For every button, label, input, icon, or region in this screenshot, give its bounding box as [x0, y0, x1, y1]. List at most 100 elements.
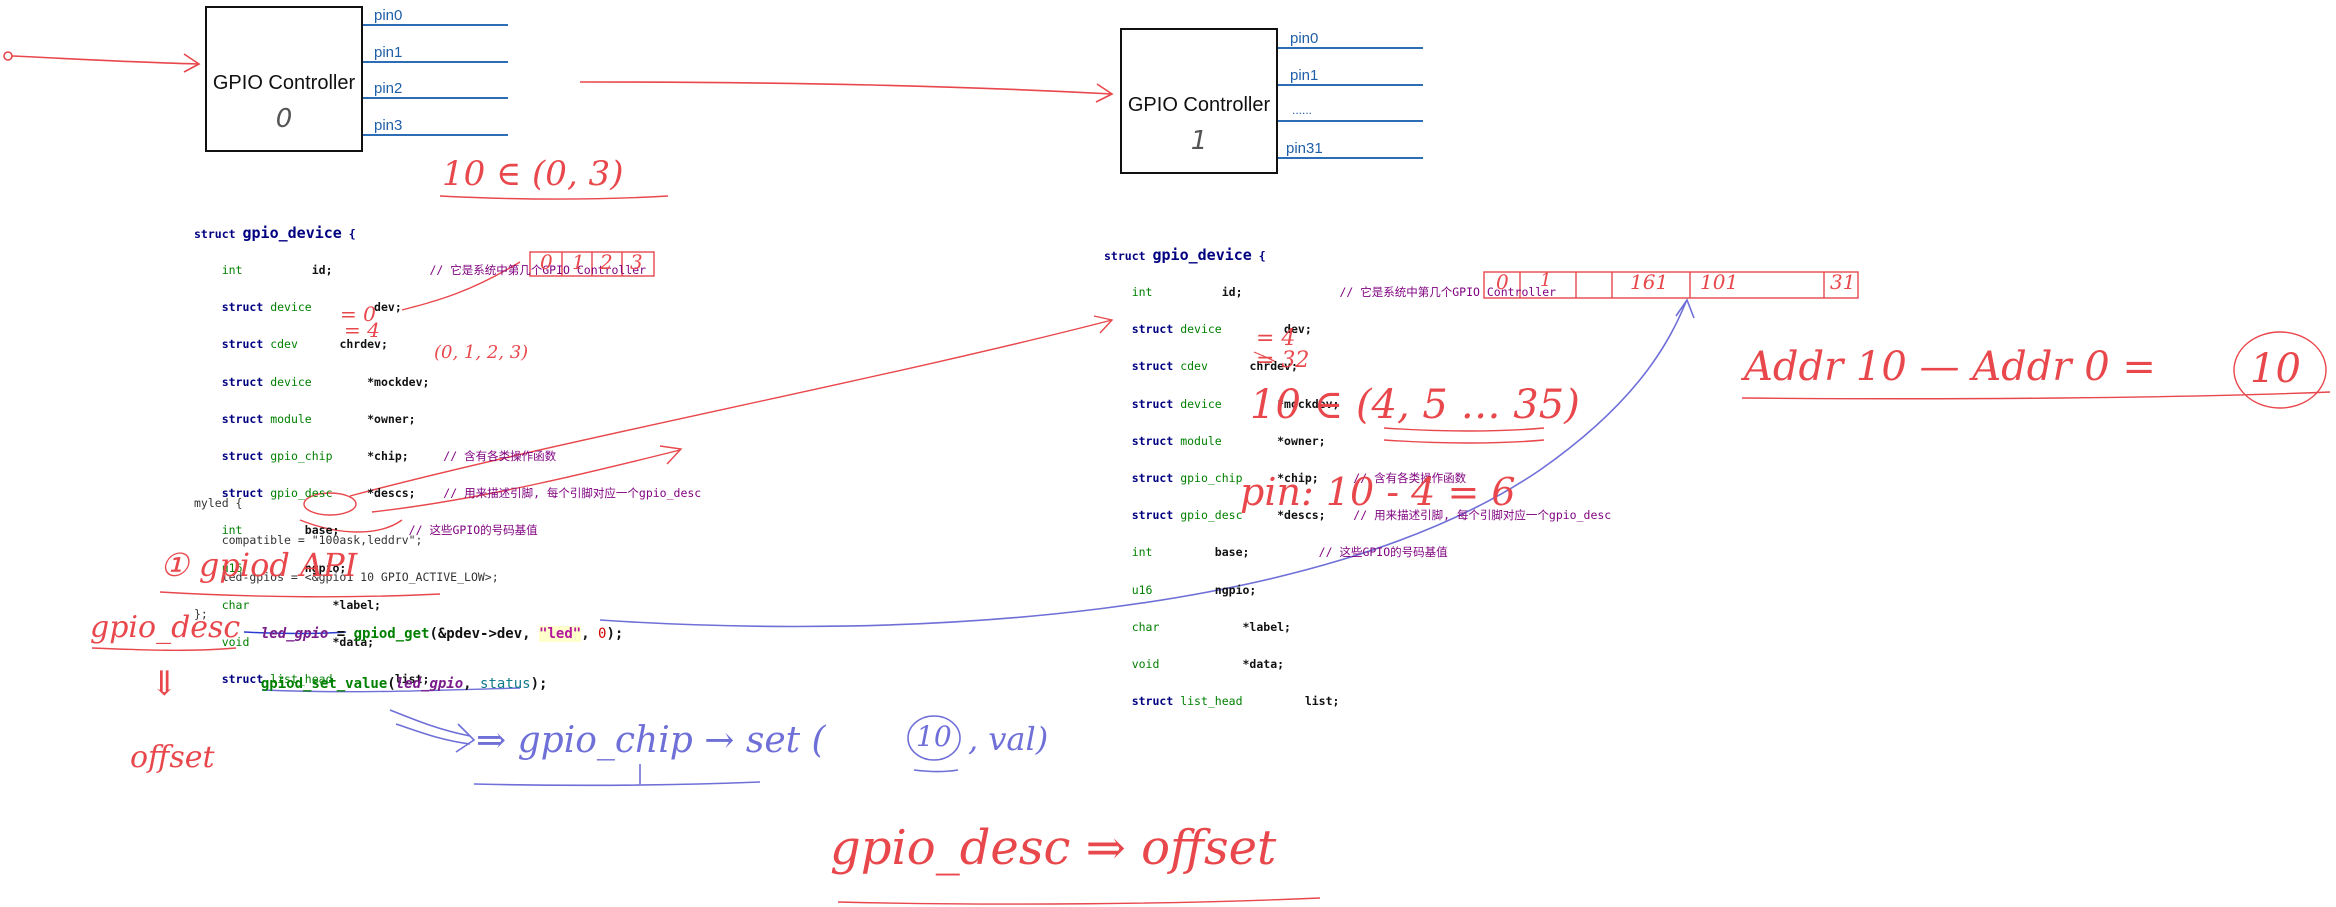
- dt-line: myled {: [194, 495, 243, 510]
- hw-chip-set: ⇒ gpio_chip → set (: [476, 720, 826, 761]
- controller-number: 1: [1190, 126, 1208, 156]
- gpiod-get-fn: gpiod_get: [353, 626, 430, 642]
- hw-id-range: 10 ∈ (0, 3): [442, 154, 624, 194]
- struct-header: struct gpio_device {: [1104, 245, 1266, 264]
- struct-field: int base; // 这些GPIO的号码基值: [221, 523, 538, 538]
- dt-line: led-gpios = <&gpio1 10 GPIO_ACTIVE_LOW>;: [194, 570, 499, 585]
- hw-cell: 31: [1830, 270, 1856, 294]
- input-arrow: [3, 51, 201, 73]
- struct-field: void *data;: [1131, 657, 1285, 672]
- hw-addr-result: 10: [2250, 346, 2301, 392]
- hw-cell: 2: [600, 250, 613, 274]
- hw-chip-set-num: 10: [916, 720, 952, 753]
- struct-field: char *label;: [221, 597, 381, 612]
- pin-line: [1278, 157, 1423, 159]
- pin-label: pin1: [374, 44, 403, 61]
- struct-field: struct gpio_desc *descs; // 用来描述引脚, 每个引脚…: [221, 486, 702, 501]
- chip-set-10-circle: [907, 715, 961, 773]
- pin-label: pin31: [1286, 140, 1323, 157]
- struct-field: struct list_head list;: [221, 672, 430, 687]
- hw-chip-set-end: , val): [968, 720, 1049, 758]
- struct-field: u16 ngpio;: [221, 560, 347, 575]
- controller-title: GPIO Controller: [212, 72, 356, 94]
- set-value-underline: [261, 687, 521, 693]
- hw-offset: offset: [130, 740, 215, 775]
- hw-down-arrow: ⇓: [150, 664, 179, 704]
- hw-list-a: (0, 1, 2, 3): [434, 342, 529, 363]
- struct-gpio-device-b: struct gpio_device { int id; // 它是系统中第几个…: [1104, 224, 1611, 720]
- hw-desc-to-offset: gpio_desc ⇒ offset: [830, 820, 1277, 876]
- struct-field: struct device *mockdev;: [1131, 396, 1340, 411]
- hw-cell: 1: [1540, 270, 1552, 291]
- pin-line: [363, 24, 508, 26]
- hw-gpio-desc: gpio_desc: [90, 610, 241, 645]
- addr-annotation: [1741, 331, 2331, 409]
- struct-field: struct list_head list;: [1131, 694, 1340, 709]
- gpiod-set-value-fn: gpiod_set_value: [260, 676, 388, 692]
- struct-field: struct device dev;: [1131, 322, 1312, 337]
- struct-field: struct gpio_desc *descs; // 用来描述引脚, 每个引脚…: [1131, 508, 1612, 523]
- hw-cell: 1: [572, 250, 585, 274]
- led-gpio-var: led_gpio: [260, 626, 329, 642]
- pin-line: [363, 134, 508, 136]
- pin-label: pin2: [374, 80, 403, 97]
- controller-number: 0: [275, 104, 293, 134]
- struct-field: u16 ngpio;: [1131, 582, 1257, 597]
- descs-link-arrow: [599, 298, 1695, 628]
- struct-field: struct cdev chrdev;: [221, 337, 388, 352]
- pin-label: pin0: [374, 7, 403, 24]
- led-gpio-underline: [243, 631, 347, 635]
- pin-line: [363, 61, 508, 63]
- hw-cell: 0: [540, 250, 553, 274]
- struct-field: struct device *mockdev;: [221, 374, 430, 389]
- controller-link-arrow: [579, 81, 1114, 103]
- hw-range-b: 10 ∈ (4, 5 … 35): [1250, 382, 1580, 428]
- dt-line: compatible = "100ask,leddrv";: [194, 533, 423, 548]
- chip-set-arrow: [389, 709, 761, 787]
- pin-label: ......: [1292, 103, 1313, 117]
- struct-field: void *data;: [221, 635, 375, 650]
- devicetree-node: myled { compatible = "100ask,leddrv"; le…: [194, 472, 499, 633]
- struct-field: int id; // 它是系统中第几个GPIO Controller: [1131, 285, 1557, 300]
- struct-field: struct cdev chrdev;: [1131, 359, 1298, 374]
- hw-ngpio-a: = 4: [344, 318, 380, 342]
- range-b-underline: [1383, 427, 1545, 444]
- struct-gpio-device-a: struct gpio_device { int id; // 它是系统中第几个…: [194, 202, 701, 698]
- pin-label: pin0: [1290, 30, 1319, 47]
- struct-header: struct gpio_device {: [194, 223, 356, 242]
- gpio1-annotation: [299, 315, 1114, 533]
- struct-field: struct gpio_chip *chip; // 含有各类操作函数: [1131, 471, 1467, 486]
- hw-addr-eq: Addr 10 — Addr 0 =: [1744, 344, 2156, 390]
- gpio-controller-1: GPIO Controller 1: [1120, 28, 1278, 174]
- pin-line: [363, 97, 508, 99]
- gpiod-set-value-line: gpiod_set_value(led_gpio, status);: [260, 676, 548, 692]
- struct-field: int id; // 它是系统中第几个GPIO Controller: [221, 263, 647, 278]
- pin-label: pin1: [1290, 67, 1319, 84]
- gpiod-get-line: led_gpio = gpiod_get(&pdev->dev, "led", …: [260, 626, 624, 642]
- pin-label: pin3: [374, 117, 403, 134]
- cells-b-frame: [1483, 271, 1859, 299]
- struct-field: int base; // 这些GPIO的号码基值: [1131, 545, 1448, 560]
- controller-title: GPIO Controller: [1127, 94, 1271, 116]
- label-b-bracket: [1253, 351, 1277, 363]
- desc-offset-underline: [837, 897, 1321, 905]
- struct-field: struct device dev;: [221, 300, 402, 315]
- hw-pin-calc: pin: 10 - 4 = 6: [1240, 470, 1516, 514]
- hw-cell: 0: [1496, 270, 1509, 294]
- hw-cell: 101: [1700, 270, 1739, 294]
- hw-ngpio-b: = 32: [1256, 348, 1310, 373]
- struct-field: struct gpio_chip *chip; // 含有各类操作函数: [221, 449, 557, 464]
- struct-field: struct module *owner;: [1131, 433, 1326, 448]
- pin-line: [1278, 47, 1423, 49]
- gpio-desc-underline: [91, 647, 237, 651]
- struct-field: struct module *owner;: [221, 411, 416, 426]
- struct-field: char *label;: [1131, 619, 1291, 634]
- hw-cell: 161: [1630, 270, 1669, 294]
- hw-cell: 3: [630, 250, 643, 274]
- pin-line: [1278, 120, 1423, 122]
- dt-line: };: [194, 607, 208, 622]
- hw-base-b: = 4: [1256, 326, 1296, 351]
- hw-api-title: ① gpiod API: [160, 546, 358, 584]
- id-range-underline: [439, 195, 669, 200]
